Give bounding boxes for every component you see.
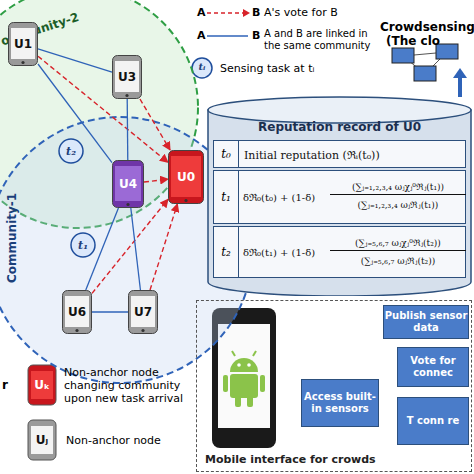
node-text: U4	[112, 160, 144, 208]
server-monitor	[414, 66, 436, 81]
function-box: Vote for connec	[397, 347, 469, 387]
task-sample-circle	[192, 58, 212, 78]
task-circle: t₂	[58, 138, 84, 164]
node-text: Vote for connec	[398, 348, 468, 386]
android-antenna	[232, 351, 235, 356]
upload-arrow-shaft	[458, 76, 462, 97]
task-circle: t₁	[70, 232, 96, 258]
function-box: T conn re	[397, 397, 469, 445]
reputation-row: t₀Initial reputation (ℜᵢ(t₀))	[213, 140, 466, 168]
phone-body	[169, 151, 204, 204]
android-eye	[237, 363, 241, 367]
node-text: t₂	[58, 138, 84, 164]
node-text: t₂	[214, 227, 239, 277]
android-arm	[260, 375, 265, 392]
anchor-change-phone-icon	[28, 365, 56, 405]
phone-body	[113, 56, 142, 99]
link-sample-line	[207, 35, 248, 37]
android-eye	[247, 363, 251, 367]
figure-label: A	[197, 6, 206, 19]
vote-sample-line	[207, 12, 244, 14]
legend-text: A and B are linked in the same community	[264, 28, 378, 52]
phone-button	[141, 329, 144, 332]
non-anchor-phone-icon	[28, 420, 56, 460]
node-text: U0	[168, 150, 204, 204]
legend-text: Non-anchor node	[66, 434, 161, 447]
node-text: U3	[112, 55, 142, 99]
phone-button	[126, 203, 129, 206]
legend-text: A's vote for B	[264, 6, 338, 19]
android-leg	[235, 396, 241, 407]
android-screen	[218, 324, 270, 428]
reputation-row: t₂δℜ₀(t₁) + (1-δ) (∑ⱼ₌₅,₆,₇ ωⱼχⱼ⁰ℜⱼ(t₂)) (…	[213, 226, 466, 278]
phone-button	[125, 94, 128, 97]
target-phone-node: U0	[168, 150, 204, 204]
task-circle-shape	[71, 233, 95, 257]
figure-label: B	[252, 29, 260, 42]
figure-label: Crowdsensing	[380, 20, 474, 34]
figure-label: Uₖ	[28, 365, 56, 405]
node-text: t₁	[214, 171, 239, 223]
cylinder-body	[208, 110, 471, 296]
node-text: t₁	[70, 232, 96, 258]
reputation-cylinder: Reputation record of U0 t₀Initial reputat…	[207, 96, 472, 296]
phone-node: U1	[8, 22, 38, 66]
legend-text: Sensing task at tᵢ	[220, 62, 314, 75]
phone-node: U6	[62, 290, 92, 334]
anchor-phone-node: U4	[112, 160, 144, 208]
figure-label: Uⱼ	[28, 420, 56, 460]
node-text: t₀	[214, 141, 239, 167]
reputation-row: t₁δℜ₀(t₀) + (1-δ) (∑ⱼ₌₁,₂,₃,₄ ωⱼχⱼ⁰ℜⱼ(t₁)…	[213, 170, 466, 224]
phone-button	[75, 329, 78, 332]
mobile-interface-box: Mobile interface for crowds Publish senso…	[196, 300, 472, 472]
node-text: Community-1	[5, 193, 19, 283]
phone-body	[129, 291, 158, 334]
phone-node: U3	[112, 55, 142, 99]
android-antenna	[253, 351, 256, 356]
node-text: Mobile interface for crowds	[205, 453, 376, 466]
node-text: U7	[128, 290, 158, 334]
upload-arrow-head	[453, 68, 467, 78]
node-text: Reputation record of U0	[207, 120, 472, 134]
phone-button	[21, 61, 24, 64]
node-text: Publish sensor data	[384, 306, 468, 338]
phone-body	[113, 161, 144, 208]
node-text: T conn re	[398, 398, 468, 444]
figure-label: tᵢ	[192, 61, 212, 72]
node-text: (∑ⱼ₌₅,₆,₇ ωⱼχⱼ⁰ℜⱼ(t₂))	[330, 236, 466, 251]
figure-label: B	[252, 6, 260, 19]
android-body	[230, 374, 258, 398]
node-text: δℜ₀(t₁) + (1-δ)	[243, 227, 315, 277]
cylinder-top	[208, 97, 471, 123]
android-head	[230, 358, 258, 372]
phone-body	[9, 23, 38, 66]
node-text: (∑ⱼ₌₁,₂,₃,₄ ωⱼℜⱼ(t₁))	[330, 198, 466, 211]
figure-label: A	[197, 29, 206, 42]
phone-button	[184, 199, 187, 202]
node-text: (∑ⱼ₌₁,₂,₃,₄ ωⱼχⱼ⁰ℜⱼ(t₁))	[330, 180, 466, 195]
phone-node: U7	[128, 290, 158, 334]
figure-label: r	[2, 378, 8, 392]
figure-label: (The clo	[386, 34, 440, 48]
vote-sample-head	[243, 9, 250, 17]
legend-text: Non-anchor node changing community upon …	[64, 366, 190, 405]
task-circle-shape	[59, 139, 83, 163]
node-text: U6	[62, 290, 92, 334]
function-box: Access built-in sensors	[301, 379, 379, 427]
node-text: (∑ⱼ₌₅,₆,₇ ωⱼℜⱼ(t₂))	[330, 254, 466, 267]
node-text: δℜ₀(t₀) + (1-δ)	[243, 171, 315, 223]
node-text: Initial reputation (ℜᵢ(t₀))	[244, 141, 380, 167]
server-monitor	[392, 48, 414, 63]
node-text: U1	[8, 22, 38, 66]
android-arm	[223, 375, 228, 392]
phone-body	[63, 291, 92, 334]
android-leg	[247, 396, 253, 407]
node-text: Access built-in sensors	[302, 380, 378, 426]
function-box: Publish sensor data	[383, 305, 469, 339]
